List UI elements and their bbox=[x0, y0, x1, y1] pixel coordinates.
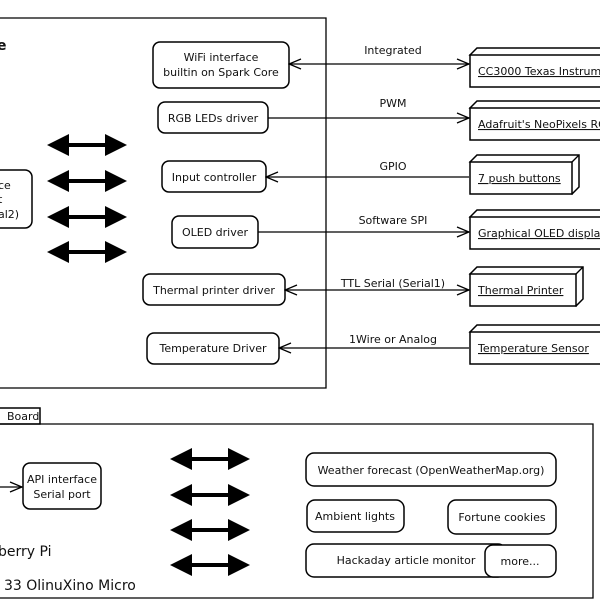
driver-thermal-printer: Thermal printer driver bbox=[142, 273, 286, 306]
link-label-1wire: 1Wire or Analog bbox=[349, 333, 437, 346]
svg-text:WiFi interface: WiFi interface bbox=[184, 51, 259, 64]
api-interface-box: API interface Serial port bbox=[22, 462, 102, 510]
board-title: e bbox=[0, 38, 7, 54]
driver-temperature: Temperature Driver bbox=[146, 332, 280, 365]
link-label-gpio: GPIO bbox=[379, 160, 406, 173]
bidirectional-arrow-icon bbox=[170, 554, 250, 576]
link-label-ttl-serial: TTL Serial (Serial1) bbox=[340, 277, 445, 290]
driver-rgb-leds: RGB LEDs driver bbox=[157, 101, 269, 134]
svg-text:more...: more... bbox=[501, 555, 540, 568]
spark-core-board-frame bbox=[0, 17, 327, 389]
driver-wifi: WiFi interface builtin on Spark Core bbox=[152, 41, 290, 89]
board-name-raspberry-pi: berry Pi bbox=[0, 544, 52, 560]
device-1: Adafruit's NeoPixels RGB bbox=[468, 100, 600, 141]
bidirectional-arrow-icon bbox=[170, 448, 250, 470]
svg-text:Serial port: Serial port bbox=[33, 488, 91, 501]
bidirectional-arrow-icon bbox=[47, 206, 127, 228]
svg-text:CC3000 Texas Instruments: CC3000 Texas Instruments bbox=[478, 65, 600, 78]
svg-text:Hackaday article monitor: Hackaday article monitor bbox=[337, 554, 476, 567]
bidirectional-arrow-icon bbox=[170, 519, 250, 541]
module-weather: Weather forecast (OpenWeatherMap.org) bbox=[305, 452, 557, 487]
svg-text:Temperature Sensor: Temperature Sensor bbox=[477, 342, 589, 355]
bidirectional-arrow-icon bbox=[47, 241, 127, 263]
svg-text:Temperature Driver: Temperature Driver bbox=[158, 342, 267, 355]
device-3: Graphical OLED display bbox=[468, 209, 600, 250]
svg-text:Input controller: Input controller bbox=[172, 171, 257, 184]
host-board-frame bbox=[0, 423, 594, 599]
svg-text:API interface: API interface bbox=[27, 473, 97, 486]
svg-text:OLED driver: OLED driver bbox=[182, 226, 249, 239]
svg-text:Thermal Printer: Thermal Printer bbox=[477, 284, 564, 297]
svg-text:ce: ce bbox=[0, 179, 11, 192]
svg-text:7 push buttons: 7 push buttons bbox=[478, 172, 561, 185]
device-4: Thermal Printer bbox=[468, 266, 584, 307]
device-0: CC3000 Texas Instruments bbox=[468, 47, 600, 88]
svg-text:Graphical OLED display: Graphical OLED display bbox=[478, 227, 600, 240]
module-more: more... bbox=[484, 544, 557, 578]
module-fortune-cookies: Fortune cookies bbox=[447, 499, 557, 535]
module-hackaday-monitor: Hackaday article monitor bbox=[305, 543, 507, 578]
svg-text:al2): al2) bbox=[0, 208, 19, 221]
device-2: 7 push buttons bbox=[468, 154, 580, 195]
link-label-pwm: PWM bbox=[379, 97, 406, 110]
driver-oled: OLED driver bbox=[171, 215, 259, 249]
bidirectional-arrow-icon bbox=[47, 134, 127, 156]
svg-text:Weather forecast (OpenWeatherM: Weather forecast (OpenWeatherMap.org) bbox=[318, 464, 545, 477]
svg-text:Thermal printer driver: Thermal printer driver bbox=[152, 284, 275, 297]
serial2-interface-box: ce t al2) bbox=[0, 169, 33, 229]
svg-text:RGB LEDs driver: RGB LEDs driver bbox=[168, 112, 259, 125]
link-label-integrated: Integrated bbox=[364, 44, 422, 57]
board-tab-label: Board bbox=[7, 410, 39, 423]
link-label-spi: Software SPI bbox=[359, 214, 428, 227]
device-5: Temperature Sensor bbox=[468, 324, 600, 365]
svg-text:Ambient lights: Ambient lights bbox=[315, 510, 395, 523]
module-ambient-lights: Ambient lights bbox=[306, 499, 405, 533]
bidirectional-arrow-icon bbox=[47, 170, 127, 192]
board-name-olinuxino: 33 OlinuXino Micro bbox=[4, 578, 136, 594]
svg-text:builtin on Spark Core: builtin on Spark Core bbox=[163, 66, 279, 79]
driver-input-controller: Input controller bbox=[161, 160, 267, 193]
svg-text:t: t bbox=[0, 193, 3, 206]
svg-text:Adafruit's NeoPixels RGB: Adafruit's NeoPixels RGB bbox=[478, 118, 600, 131]
bidirectional-arrow-icon bbox=[170, 484, 250, 506]
svg-text:Fortune cookies: Fortune cookies bbox=[458, 511, 545, 524]
